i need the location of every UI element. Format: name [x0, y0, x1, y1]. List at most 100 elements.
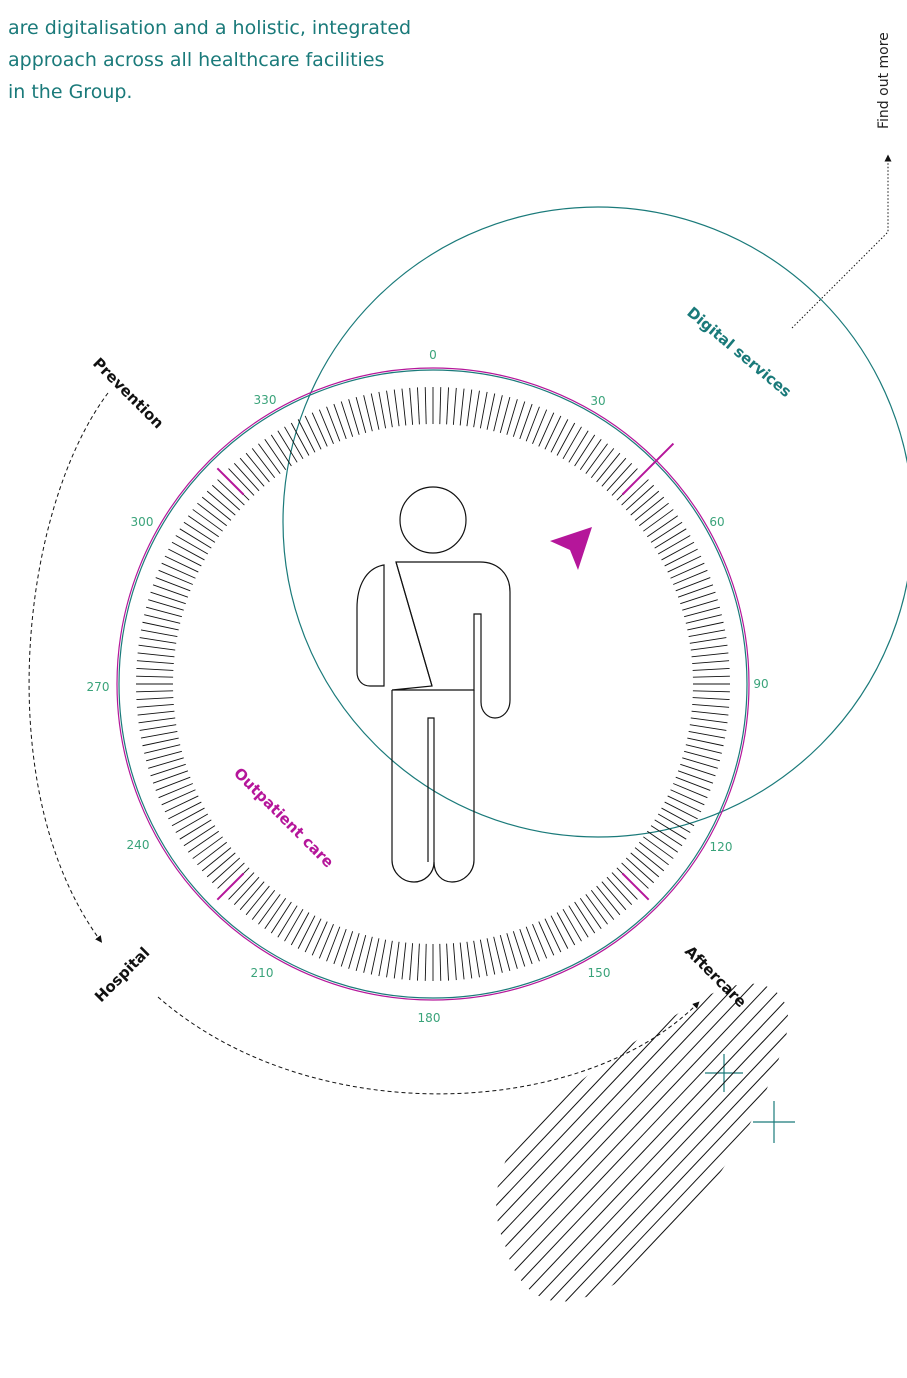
hatch-line	[708, 960, 907, 1320]
hatch-line	[756, 960, 907, 1320]
dial-tick	[142, 622, 178, 630]
dial-tick	[188, 831, 219, 852]
dial-tick	[137, 661, 174, 664]
dial-tick	[533, 924, 547, 958]
degree-label-60: 60	[709, 515, 724, 529]
hatch-line	[772, 960, 907, 1320]
dial-tick	[626, 858, 653, 883]
dial-tick	[312, 413, 327, 447]
hatch-line	[644, 960, 907, 1320]
dial-tick	[693, 698, 730, 700]
dial-tick	[586, 894, 608, 924]
hatch-line	[676, 960, 907, 1320]
dial-tick	[467, 390, 472, 427]
dial-tick	[394, 942, 399, 979]
dial-tick	[655, 820, 687, 839]
arrow-prevention-to-hospital	[29, 393, 108, 940]
dial-tick	[460, 389, 464, 426]
dial-tick	[647, 516, 678, 537]
dial-tick	[172, 808, 205, 826]
dial-tick	[684, 751, 720, 761]
dial-tick	[539, 413, 554, 447]
hatch-line	[820, 960, 907, 1320]
hatch-line	[500, 960, 840, 1320]
dial-tick	[474, 941, 480, 978]
dial-tick	[673, 570, 707, 584]
dial-tick	[440, 944, 441, 981]
dial-tick	[494, 395, 503, 431]
dial-tick	[690, 725, 727, 731]
dial-tick	[172, 542, 205, 560]
dial-tick	[520, 404, 532, 439]
dial-tick	[676, 777, 711, 790]
dial-tick	[142, 738, 178, 746]
dial-tick	[212, 858, 239, 883]
dial-tick	[156, 777, 191, 790]
dial-tick	[327, 927, 340, 962]
service-label-digital: Digital services	[683, 303, 795, 401]
dial-tick	[580, 439, 601, 470]
stage-label-aftercare: Aftercare	[681, 942, 750, 1011]
dial-tick	[197, 842, 226, 865]
dial-tick	[591, 448, 614, 477]
dial-tick	[687, 622, 723, 630]
degree-label-90: 90	[753, 677, 768, 691]
hatch-line	[580, 960, 907, 1320]
hatch-line	[436, 960, 776, 1320]
dial-tick	[258, 444, 280, 474]
dial-tick	[202, 497, 231, 520]
dial-tick	[140, 638, 177, 644]
degree-label-210: 210	[251, 966, 274, 980]
dial-tick	[159, 784, 193, 798]
hatch-line	[468, 960, 808, 1320]
dial-tick	[635, 848, 664, 871]
hatched-shape	[292, 960, 907, 1320]
dial-tick	[180, 820, 212, 839]
dial-tick	[146, 607, 182, 617]
hatch-line	[404, 960, 744, 1320]
dial-tick	[692, 661, 729, 664]
dial-tick	[447, 387, 449, 424]
dial-tick	[692, 704, 729, 707]
dial-tick	[141, 630, 177, 637]
find-out-more-connector[interactable]	[792, 158, 888, 328]
dial-tick	[162, 790, 196, 805]
dial-tick	[417, 387, 419, 424]
dial-accent-mark	[217, 874, 243, 900]
dial-accent-mark	[623, 874, 649, 900]
dial-tick	[139, 718, 176, 723]
dial-tick	[285, 909, 304, 941]
dial-tick	[480, 392, 487, 428]
dial-tick	[162, 563, 196, 578]
dial-tick	[140, 725, 177, 731]
hatch-line	[484, 960, 824, 1320]
dial-tick	[676, 578, 711, 591]
dial-tick	[487, 938, 495, 974]
dial-tick	[410, 943, 413, 980]
dial-tick	[144, 745, 180, 754]
dial-tick	[168, 549, 201, 566]
service-label-outpatient: Outpatient care	[230, 764, 337, 871]
dial-tick	[165, 796, 198, 812]
dial-tick	[668, 556, 701, 572]
dial-tick	[379, 392, 386, 428]
dial-tick	[678, 585, 713, 597]
dial-tick	[258, 894, 280, 924]
dial-tick	[597, 453, 620, 482]
dial-tick	[212, 485, 239, 510]
dial-tick	[563, 909, 582, 941]
hatch-line	[532, 960, 872, 1320]
dial-tick	[305, 919, 321, 952]
dial-tick	[631, 491, 659, 515]
dial-tick	[545, 919, 561, 952]
dial-tick	[144, 615, 180, 624]
dial-tick	[271, 902, 291, 933]
dial-tick	[580, 898, 601, 929]
dial-tick	[402, 943, 406, 980]
dial-tick	[665, 802, 698, 819]
dial-tick	[647, 831, 678, 852]
degree-label-0: 0	[429, 348, 437, 362]
degree-label-270: 270	[87, 680, 110, 694]
dial-tick	[188, 516, 219, 537]
dial-tick	[402, 389, 406, 426]
